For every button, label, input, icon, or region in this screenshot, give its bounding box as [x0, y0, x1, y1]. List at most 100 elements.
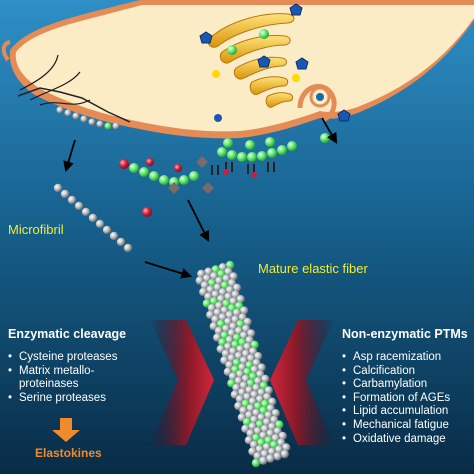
- red-molecule: [223, 169, 229, 175]
- fiber-elastin-bead: [211, 265, 220, 274]
- fiber-microfibril-bead: [235, 395, 245, 404]
- fiber-microfibril-bead: [229, 322, 238, 331]
- fiber-microfibril-bead: [228, 372, 238, 381]
- fiber-microfibril-bead: [268, 397, 277, 406]
- microfibril-label: Microfibril: [8, 222, 64, 237]
- fiber-microfibril-bead: [261, 374, 270, 384]
- fiber-microfibril-bead: [271, 409, 280, 418]
- flow-arrows: [63, 117, 338, 279]
- fiber-microfibril-bead: [232, 308, 242, 317]
- elastokines-label: Elastokines: [35, 446, 102, 460]
- fiber-microfibril-bead: [246, 329, 256, 338]
- fiber-microfibril-bead: [243, 342, 252, 352]
- fiber-microfibril-bead: [239, 406, 248, 415]
- fiber-microfibril-bead: [257, 363, 266, 372]
- fiber-microfibril-bead: [250, 365, 259, 374]
- elastokines-arrow: [52, 418, 80, 442]
- fiber-microfibril-bead: [235, 370, 245, 379]
- fiber-microfibril-bead: [218, 288, 227, 297]
- fiber-microfibril-bead: [211, 290, 220, 299]
- golgi-vesicle: [212, 70, 220, 78]
- list-item: proteinases: [19, 378, 79, 391]
- fiber-elastin-bead: [260, 399, 270, 409]
- fiber-microfibril-bead: [278, 431, 287, 441]
- fiber-microfibril-bead: [211, 315, 220, 324]
- fiber-elastin-bead: [264, 436, 273, 445]
- fiber-microfibril-bead: [215, 276, 224, 286]
- fiber-microfibril-bead: [250, 415, 259, 424]
- fiber-microfibril-bead: [229, 272, 238, 281]
- list-item: Calcification: [342, 365, 450, 379]
- microfibril-strand: [53, 183, 133, 253]
- fibroblast-fibrils: [17, 54, 131, 123]
- fiber-microfibril-bead: [253, 377, 263, 386]
- fiber-microfibril-bead: [280, 449, 289, 459]
- fiber-microfibril-bead: [229, 297, 238, 306]
- fiber-elastin-bead: [236, 320, 245, 329]
- list-item: Matrix metallo-: [8, 365, 117, 379]
- mature-elastic-fiber: [195, 260, 291, 468]
- left-membrane-bump: [1, 40, 11, 62]
- fiber-microfibril-bead: [273, 452, 282, 461]
- fiber-microfibril-bead: [214, 326, 224, 336]
- fiber-elastin-bead: [242, 417, 252, 427]
- non-enzymatic-title: Non-enzymatic PTMs: [342, 327, 468, 341]
- fiber-microfibril-bead: [264, 411, 273, 420]
- non-enzymatic-list: Asp racemization Calcification Carbamyla…: [342, 351, 450, 446]
- fiber-microfibril-bead: [221, 324, 231, 333]
- enzymatic-list: Cysteine proteases Matrix metallo- prote…: [8, 351, 117, 405]
- tropoelastin-chain: [119, 156, 214, 217]
- fiber-microfibril-bead: [239, 356, 248, 365]
- list-item: Mechanical fatigue: [342, 419, 450, 433]
- fiber-microfibril-bead: [282, 443, 291, 452]
- list-item: Formation of AGEs: [342, 392, 450, 406]
- list-item: Oxidative damage: [342, 433, 450, 447]
- fiber-elastin-bead: [275, 420, 284, 429]
- fiber-microfibril-bead: [253, 427, 262, 436]
- fiber-elastin-bead: [232, 333, 241, 342]
- fiber-microfibril-bead: [239, 306, 249, 315]
- list-item: Serine proteases: [8, 392, 117, 406]
- nascent-microfibril: [56, 106, 120, 130]
- fiber-microfibril-bead: [218, 263, 227, 272]
- fiber-microfibril-bead: [204, 267, 213, 276]
- fiber-microfibril-bead: [232, 383, 241, 392]
- fiber-microfibril-bead: [207, 303, 217, 313]
- fiber-microfibril-bead: [260, 449, 269, 459]
- mature-fiber-label: Mature elastic fiber: [258, 261, 368, 276]
- list-item: Asp racemization: [342, 351, 450, 365]
- fiber-elastin-bead: [250, 340, 259, 349]
- list-item: Carbamylation: [342, 378, 450, 392]
- fiber-microfibril-bead: [221, 349, 231, 358]
- fiber-elastin-bead: [232, 358, 241, 367]
- fiber-microfibril-bead: [260, 424, 270, 434]
- fiber-elastin-bead: [207, 278, 217, 288]
- fiber-microfibril-bead: [197, 269, 206, 279]
- list-item: Lipid accumulation: [342, 405, 450, 419]
- exocytosis-pocket: [297, 84, 337, 123]
- fiber-elastin-bead: [243, 367, 252, 377]
- fiber-microfibril-bead: [225, 310, 234, 320]
- fiber-microfibril-bead: [232, 283, 242, 292]
- golgi-apparatus: [207, 13, 295, 108]
- fiber-microfibril-bead: [266, 454, 275, 463]
- blue-molecule: [214, 114, 222, 122]
- fiber-microfibril-bead: [239, 381, 248, 390]
- golgi-vesicle: [292, 74, 300, 82]
- red-molecule: [251, 172, 257, 178]
- cell-molecules: [199, 3, 351, 143]
- fiber-microfibril-bead: [228, 347, 238, 356]
- fiber-elastin-bead: [246, 379, 255, 388]
- fiber-microfibril-bead: [243, 392, 252, 402]
- left-red-chevron: [150, 320, 214, 445]
- fiber-microfibril-bead: [250, 390, 259, 399]
- fiber-elastin-bead: [251, 458, 261, 468]
- right-red-chevron: [270, 320, 334, 445]
- vesicle-cargo: [316, 93, 324, 101]
- fiber-microfibril-bead: [253, 352, 263, 361]
- fiber-microfibril-bead: [236, 345, 245, 354]
- fiber-elastin-bead: [257, 438, 266, 447]
- fiber-elastin-bead: [218, 338, 227, 347]
- fiber-microfibril-bead: [246, 404, 255, 413]
